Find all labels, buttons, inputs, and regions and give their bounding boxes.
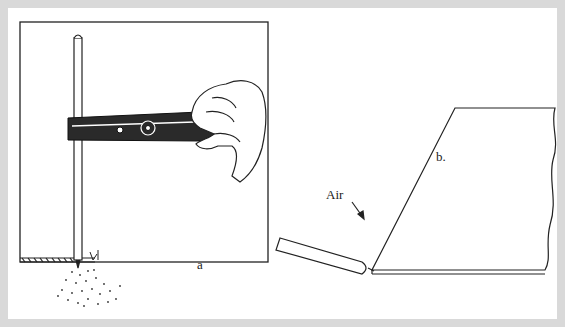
air-arrow: [352, 202, 364, 219]
air-nozzle: [276, 238, 374, 274]
cutting-rod: [74, 35, 98, 268]
sparks: [57, 269, 121, 307]
part-label: Air: [326, 188, 343, 201]
background: [8, 8, 557, 319]
sheet-b: [372, 108, 556, 274]
part-label: a: [197, 258, 203, 271]
panel-a: [20, 22, 268, 262]
part-label: b.: [436, 150, 446, 163]
hand: [191, 81, 265, 182]
